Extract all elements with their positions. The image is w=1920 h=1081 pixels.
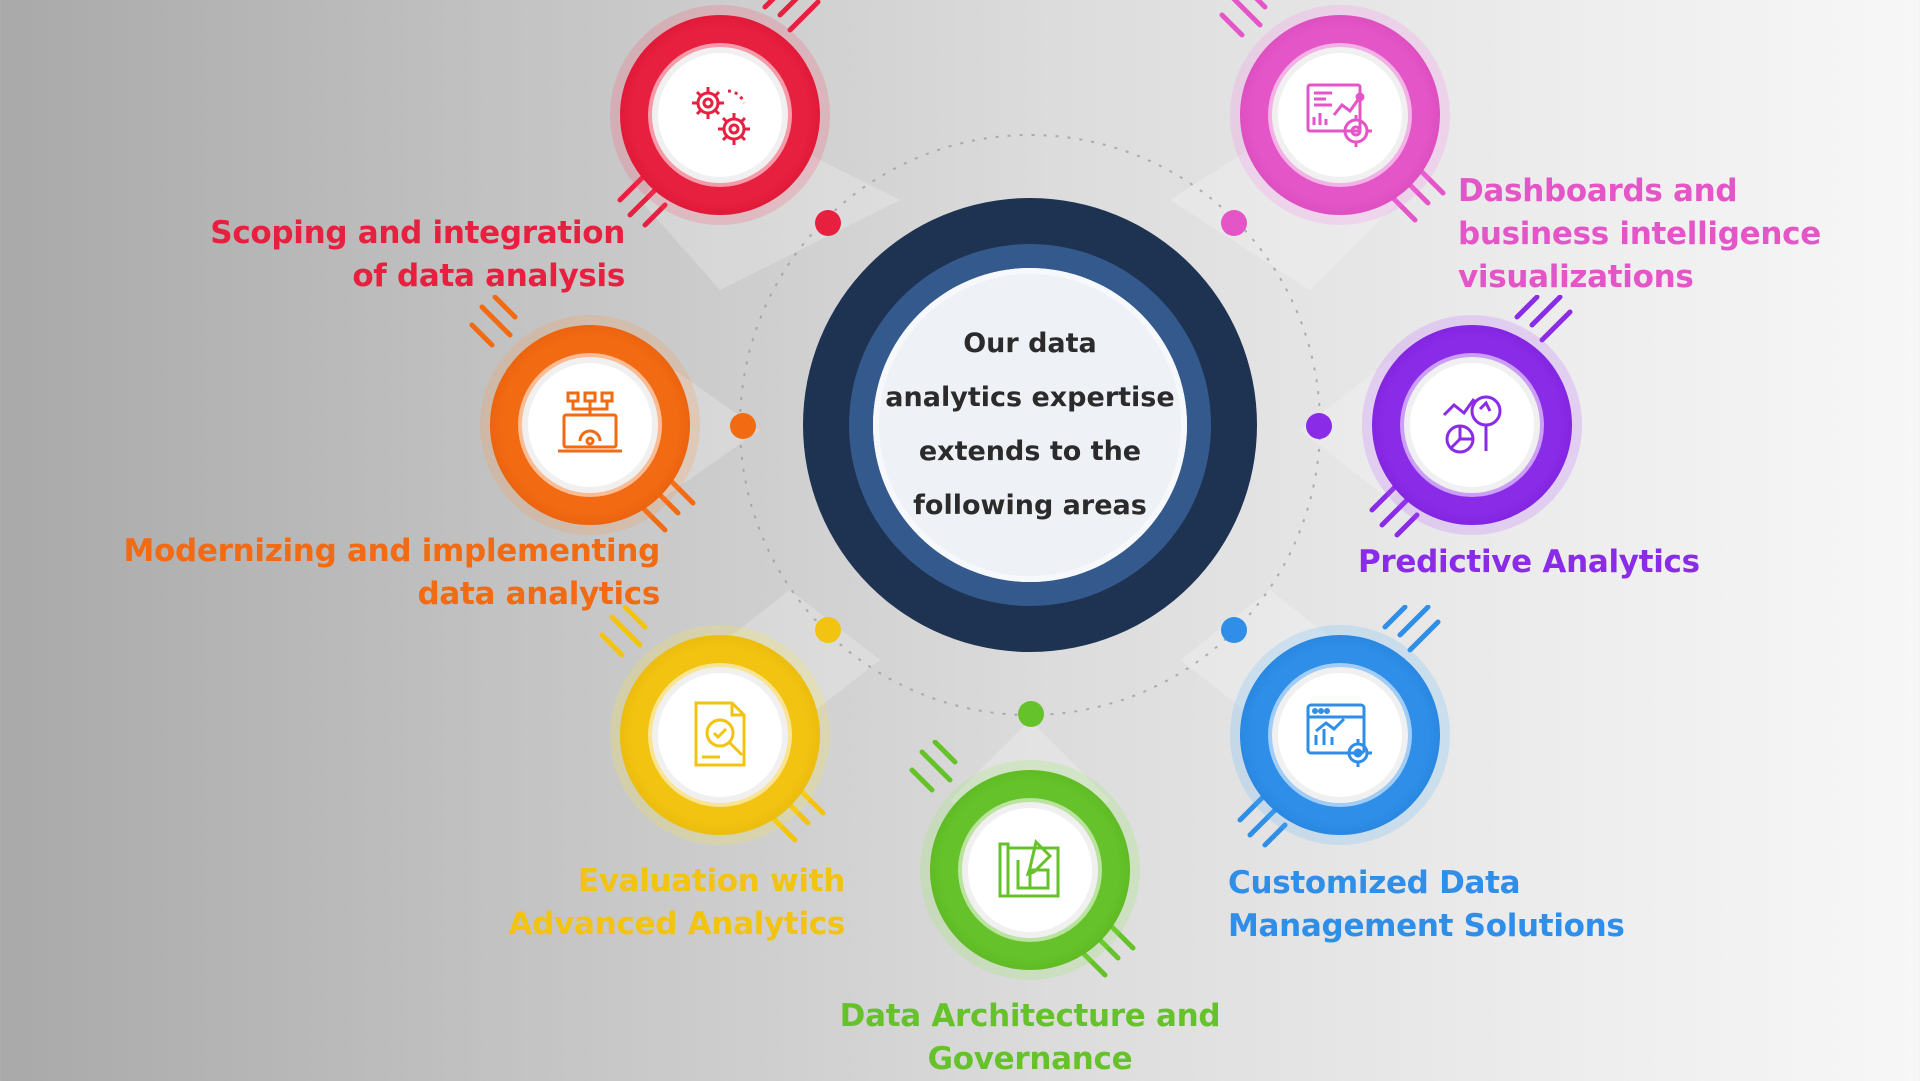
area-node-architecture: [930, 770, 1130, 970]
area-label-dashboards: Dashboards and business intelligence vis…: [1458, 173, 1821, 295]
area-label-modernizing: Modernizing and implementing data analyt…: [123, 533, 660, 612]
area-label-scoping: Scoping and integration of data analysis: [210, 215, 625, 294]
orbit-dot-customized: [1221, 617, 1247, 643]
orbit-dot-evaluation: [815, 617, 841, 643]
center-hub: [873, 268, 1187, 582]
area-label-customized: Customized Data Management Solutions: [1228, 865, 1625, 944]
orbit-dot-scoping: [815, 210, 841, 236]
node-inner-predictive: [1404, 357, 1540, 493]
document-magnifier-icon: [680, 695, 760, 775]
gears-icon: [680, 75, 760, 155]
orbit-dot-architecture: [1018, 701, 1044, 727]
node-inner-scoping: [652, 47, 788, 183]
center-hub-text: Our data analytics expertise extends to …: [885, 328, 1175, 521]
area-label-architecture: Data Architecture and Governance: [839, 998, 1221, 1077]
dashboard-gear-icon: [1300, 75, 1380, 155]
area-node-customized: [1240, 635, 1440, 835]
area-node-evaluation: [620, 635, 820, 835]
area-node-modernizing: [490, 325, 690, 525]
browser-chart-gear-icon: [1300, 695, 1380, 775]
area-node-predictive: [1372, 325, 1572, 525]
area-node-scoping: [620, 15, 820, 215]
orbit-dot-predictive: [1306, 413, 1332, 439]
laptop-network-icon: [550, 385, 630, 465]
orbit-dot-dashboards: [1221, 210, 1247, 236]
node-inner-modernizing: [522, 357, 658, 493]
area-label-predictive: Predictive Analytics: [1358, 544, 1700, 580]
chart-magnifier-icon: [1432, 385, 1512, 465]
area-label-evaluation: Evaluation with Advanced Analytics: [508, 863, 846, 942]
node-decoration-predictive: [1369, 295, 1573, 538]
area-node-dashboards: [1240, 15, 1440, 215]
orbit-dot-modernizing: [730, 413, 756, 439]
node-inner-customized: [1272, 667, 1408, 803]
node-inner-dashboards: [1272, 47, 1408, 183]
blueprint-pencil-icon: [990, 830, 1070, 910]
